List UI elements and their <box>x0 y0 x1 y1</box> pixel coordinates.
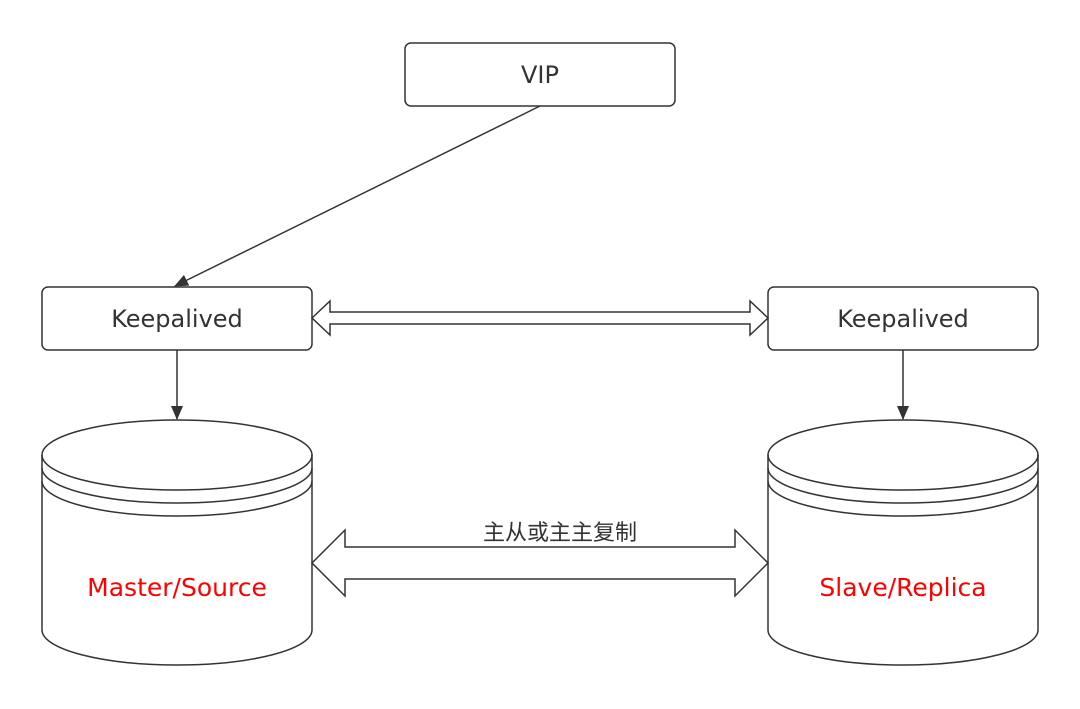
keepalived-left-label: Keepalived <box>111 305 243 333</box>
master-database-cylinder: Master/Source <box>41 419 313 666</box>
replication-label: 主从或主主复制 <box>483 521 637 546</box>
keepalived-heartbeat-double-arrow <box>310 299 770 337</box>
keepalived-right-node: Keepalived <box>767 286 1039 351</box>
keepalived-right-label: Keepalived <box>837 305 969 333</box>
replication-double-arrow <box>310 528 770 598</box>
vip-node: VIP <box>404 42 676 107</box>
vip-to-keepalived-arrow <box>174 105 541 287</box>
vip-label: VIP <box>521 61 559 89</box>
slave-database-label: Slave/Replica <box>819 573 986 602</box>
keepalived-left-node: Keepalived <box>41 286 313 351</box>
slave-database-cylinder: Slave/Replica <box>767 419 1039 666</box>
master-database-label: Master/Source <box>87 573 267 602</box>
